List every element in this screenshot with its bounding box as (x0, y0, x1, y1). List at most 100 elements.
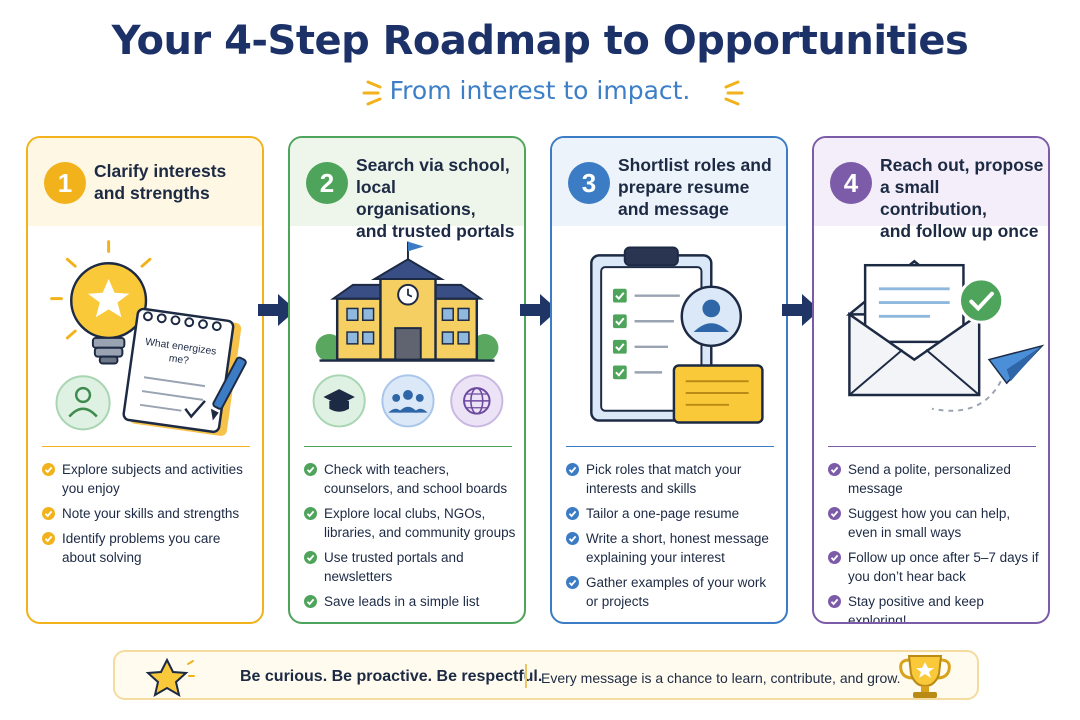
check-icon (566, 463, 579, 476)
step-card-2: 2 Search via school, local organisations… (288, 136, 526, 624)
list-item-text: Suggest how you can help, even in small … (848, 506, 1011, 540)
right-sparkle-icon (724, 80, 744, 106)
list-item: Gather examples of your work or projects (566, 573, 780, 611)
list-item: Pick roles that match your interests and… (566, 460, 780, 498)
left-sparkle-icon (362, 80, 382, 106)
check-icon (828, 551, 841, 564)
step-divider (828, 446, 1036, 447)
list-item-text: Follow up once after 5–7 days if you don… (848, 550, 1039, 584)
check-icon (42, 532, 55, 545)
list-item-text: Send a polite, personalized message (848, 462, 1011, 496)
arrow-right-icon (258, 294, 296, 326)
step-title-line: and strengths (94, 183, 210, 203)
subtitle-row: From interest to impact. (0, 72, 1080, 112)
list-item: Explore local clubs, NGOs, libraries, an… (304, 504, 518, 542)
list-item: Follow up once after 5–7 days if you don… (828, 548, 1042, 586)
step-title-line: Search via school, (356, 155, 510, 175)
arrow-right-icon (782, 294, 820, 326)
list-item: Suggest how you can help, even in small … (828, 504, 1042, 542)
step-items: Send a polite, personalized message Sugg… (828, 460, 1042, 624)
check-icon (42, 507, 55, 520)
list-item: Explore subjects and activities you enjo… (42, 460, 256, 498)
step-title-line: Clarify interests (94, 161, 227, 181)
step-header: 4 Reach out, propose a small contributio… (814, 138, 1048, 241)
page-title: Your 4-Step Roadmap to Opportunities (111, 18, 969, 64)
list-item-text: Explore local clubs, NGOs, libraries, an… (324, 506, 516, 540)
envelope-illustration (845, 259, 1045, 412)
step-title-line: local organisations, (356, 177, 476, 219)
step-title-line: prepare resume (618, 177, 750, 197)
list-item-text: Tailor a one-page resume (586, 506, 740, 521)
step-card-4: 4 Reach out, propose a small contributio… (812, 136, 1050, 624)
check-icon (828, 507, 841, 520)
list-item-text: Use trusted portals and newsletters (324, 550, 464, 584)
list-item-text: Explore subjects and activities you enjo… (62, 462, 243, 496)
clipboard-resume-illustration (590, 246, 764, 424)
list-item-text: Identify problems you care about solving (62, 531, 221, 565)
step-divider (304, 446, 512, 447)
step-title-line: and follow up once (880, 221, 1039, 241)
step-header: 3 Shortlist roles and prepare resume and… (552, 138, 786, 226)
step-title: Search via school, local organisations, … (356, 154, 520, 242)
pen-icon (210, 356, 247, 421)
list-item-text: Save leads in a simple list (324, 594, 480, 609)
step-number-badge: 4 (830, 162, 872, 204)
step-number-badge: 3 (568, 162, 610, 204)
lightbulb-notepad-illustration: What energizes me? (50, 240, 247, 436)
arrow-right-icon (520, 294, 558, 326)
list-item: Send a polite, personalized message (828, 460, 1042, 498)
step-title-line: a small contribution, (880, 177, 987, 219)
notepad-icon: What energizes me? (122, 307, 242, 436)
globe-icon (450, 374, 504, 428)
trophy-icon (899, 655, 951, 698)
step-title: Shortlist roles and prepare resume and m… (618, 154, 782, 220)
graduation-cap-icon (312, 374, 366, 428)
list-item-text: Check with teachers, counselors, and sch… (324, 462, 508, 496)
step-divider (42, 446, 250, 447)
checkmark-circle-icon (958, 277, 1005, 324)
check-icon (828, 463, 841, 476)
check-icon (42, 463, 55, 476)
step-items: Explore subjects and activities you enjo… (42, 460, 256, 573)
check-icon (566, 576, 579, 589)
check-icon (304, 595, 317, 608)
list-item: Check with teachers, counselors, and sch… (304, 460, 518, 498)
step-number-badge: 1 (44, 162, 86, 204)
step-card-1: 1 Clarify interests and strengths (26, 136, 264, 624)
step-title-line: Shortlist roles and (618, 155, 772, 175)
footer-separator (525, 664, 527, 688)
step-title-line: and message (618, 199, 729, 219)
star-icon (145, 657, 195, 698)
community-group-icon (381, 374, 435, 428)
notepad-text: me? (168, 353, 190, 367)
check-icon (566, 507, 579, 520)
footer-message: Every message is a chance to learn, cont… (541, 670, 901, 686)
list-item: Identify problems you care about solving (42, 529, 256, 567)
profile-avatar-icon (680, 285, 743, 348)
check-icon (828, 595, 841, 608)
page-subtitle: From interest to impact. (389, 76, 691, 105)
list-item: Use trusted portals and newsletters (304, 548, 518, 586)
footer-tagline: Be curious. Be proactive. Be respectful. (240, 668, 543, 685)
list-item: Tailor a one-page resume (566, 504, 780, 523)
list-item: Write a short, honest message explaining… (566, 529, 780, 567)
step-header: 1 Clarify interests and strengths (28, 138, 262, 226)
school-icon (315, 241, 499, 362)
list-item-text: Stay positive and keep exploring! (848, 594, 984, 624)
step-title: Clarify interests and strengths (94, 160, 258, 204)
step-items: Pick roles that match your interests and… (566, 460, 780, 617)
step-number-badge: 2 (306, 162, 348, 204)
step-title: Reach out, propose a small contribution,… (880, 154, 1044, 242)
list-item-text: Gather examples of your work or projects (586, 575, 767, 609)
list-item-text: Pick roles that match your interests and… (586, 462, 742, 496)
message-note-icon (672, 364, 764, 424)
check-icon (304, 551, 317, 564)
lightbulb-icon (50, 240, 152, 365)
step-items: Check with teachers, counselors, and sch… (304, 460, 518, 617)
list-item: Note your skills and strengths (42, 504, 256, 523)
envelope-icon (845, 259, 983, 397)
list-item: Stay positive and keep exploring! (828, 592, 1042, 624)
list-item: Save leads in a simple list (304, 592, 518, 611)
check-icon (304, 507, 317, 520)
list-item-text: Write a short, honest message explaining… (586, 531, 769, 565)
